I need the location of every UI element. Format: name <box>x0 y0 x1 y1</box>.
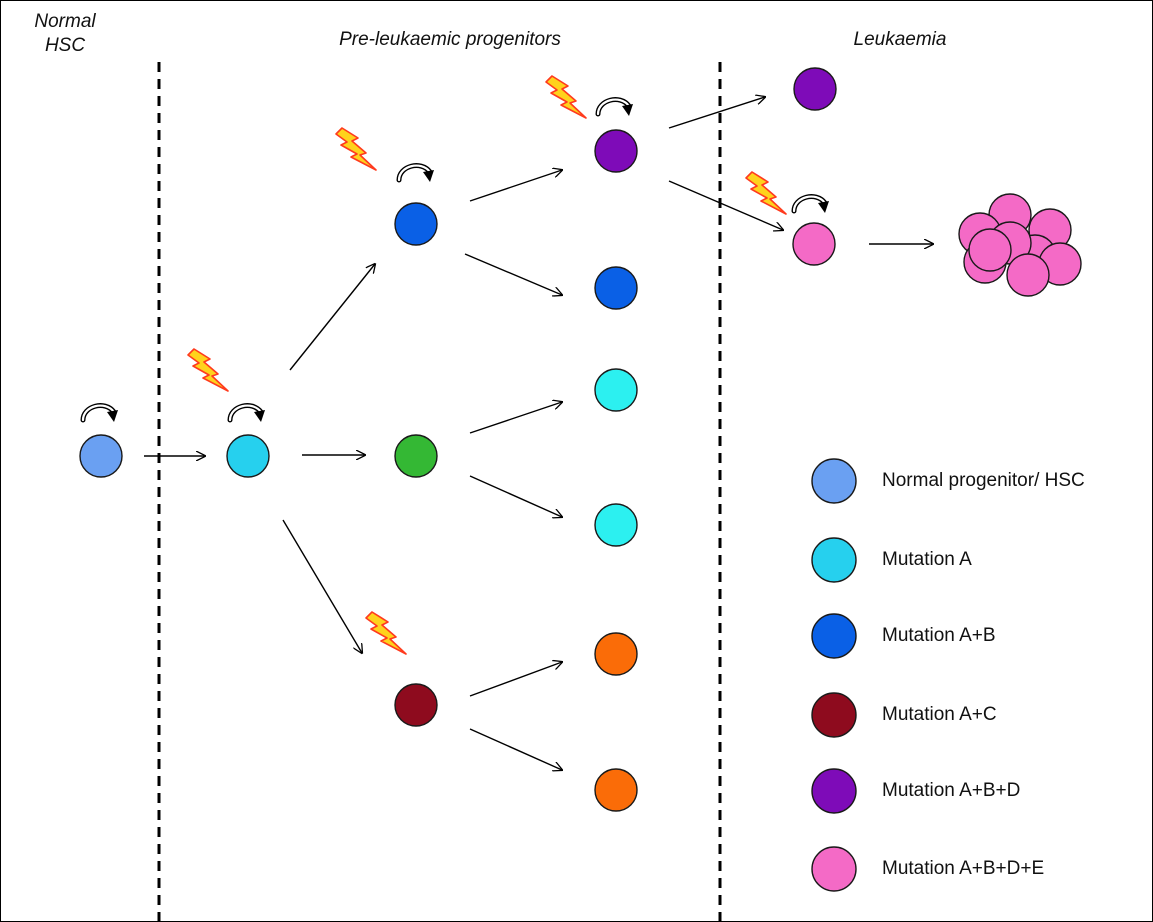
legend-label: Mutation A+B+D <box>882 780 1021 801</box>
legend-swatch <box>811 458 857 504</box>
lineage-arrows <box>144 97 933 770</box>
arrow-a-to-ab <box>289 264 375 371</box>
cluster-cell <box>968 228 1012 272</box>
cell-leukaemia-abd <box>793 67 837 111</box>
self-renewal-arrow-icon <box>399 166 434 182</box>
self-renewal-arrow-icon <box>230 406 265 422</box>
legend-swatch <box>811 846 857 892</box>
cell-mutation-a <box>226 434 270 478</box>
arrow-ac-to-orange2 <box>469 728 562 770</box>
lightning-icon <box>335 127 377 171</box>
arrow-ac-to-orange1 <box>469 662 562 697</box>
lightning-icon <box>545 75 587 119</box>
arrow-ab-to-abd <box>469 170 562 202</box>
lightning-icon <box>745 171 787 215</box>
cell-orange-progeny-2 <box>594 768 638 812</box>
header-normal-line1: Normal <box>34 11 96 32</box>
arrow-green-to-cyan2 <box>469 475 562 517</box>
legend-label: Mutation A <box>882 549 972 570</box>
cell-cyan-progeny-2 <box>594 503 638 547</box>
cell-mutation-abd <box>594 129 638 173</box>
legend-label: Mutation A+B <box>882 625 996 646</box>
cell-cyan-progeny-1 <box>594 368 638 412</box>
cell-mutation-ab-progeny <box>594 266 638 310</box>
cells <box>79 67 837 812</box>
header-normal-line2: HSC <box>44 35 86 56</box>
cell-orange-progeny-1 <box>594 632 638 676</box>
self-renewal-arrow-icon <box>598 100 633 116</box>
arrow-ab-to-ab <box>464 253 562 295</box>
self-renewal-arrow-icon <box>794 197 829 213</box>
self-renewal-arrows <box>83 100 829 422</box>
lightning-icon <box>365 611 407 655</box>
header-pre-leukaemic: Pre-leukaemic progenitors <box>339 29 561 50</box>
legend-swatch <box>811 613 857 659</box>
arrow-abd-to-leuk-abd <box>668 97 765 129</box>
cell-normal-hsc <box>79 434 123 478</box>
cell-mutation-ac <box>394 683 438 727</box>
legend-swatch <box>811 537 857 583</box>
header-normal-hsc: Normal HSC <box>20 10 110 58</box>
cell-mutation-abde <box>792 222 836 266</box>
legend-swatch <box>811 692 857 738</box>
cell-green <box>394 434 438 478</box>
header-leukaemia: Leukaemia <box>853 29 947 50</box>
leukaemia-cell-cluster <box>958 193 1082 297</box>
legend-label: Normal progenitor/ HSC <box>882 470 1085 491</box>
legend-swatch <box>811 768 857 814</box>
arrow-abd-to-abde <box>668 180 783 230</box>
lightning-icon <box>187 348 229 392</box>
mutation-events <box>187 75 787 655</box>
self-renewal-arrow-icon <box>83 406 118 422</box>
arrow-a-to-ac <box>282 519 362 653</box>
cell-mutation-ab <box>394 202 438 246</box>
legend-label: Mutation A+C <box>882 704 997 725</box>
cluster-cell <box>1006 253 1050 297</box>
legend <box>811 458 857 892</box>
legend-label: Mutation A+B+D+E <box>882 858 1045 879</box>
arrow-green-to-cyan1 <box>469 402 562 434</box>
